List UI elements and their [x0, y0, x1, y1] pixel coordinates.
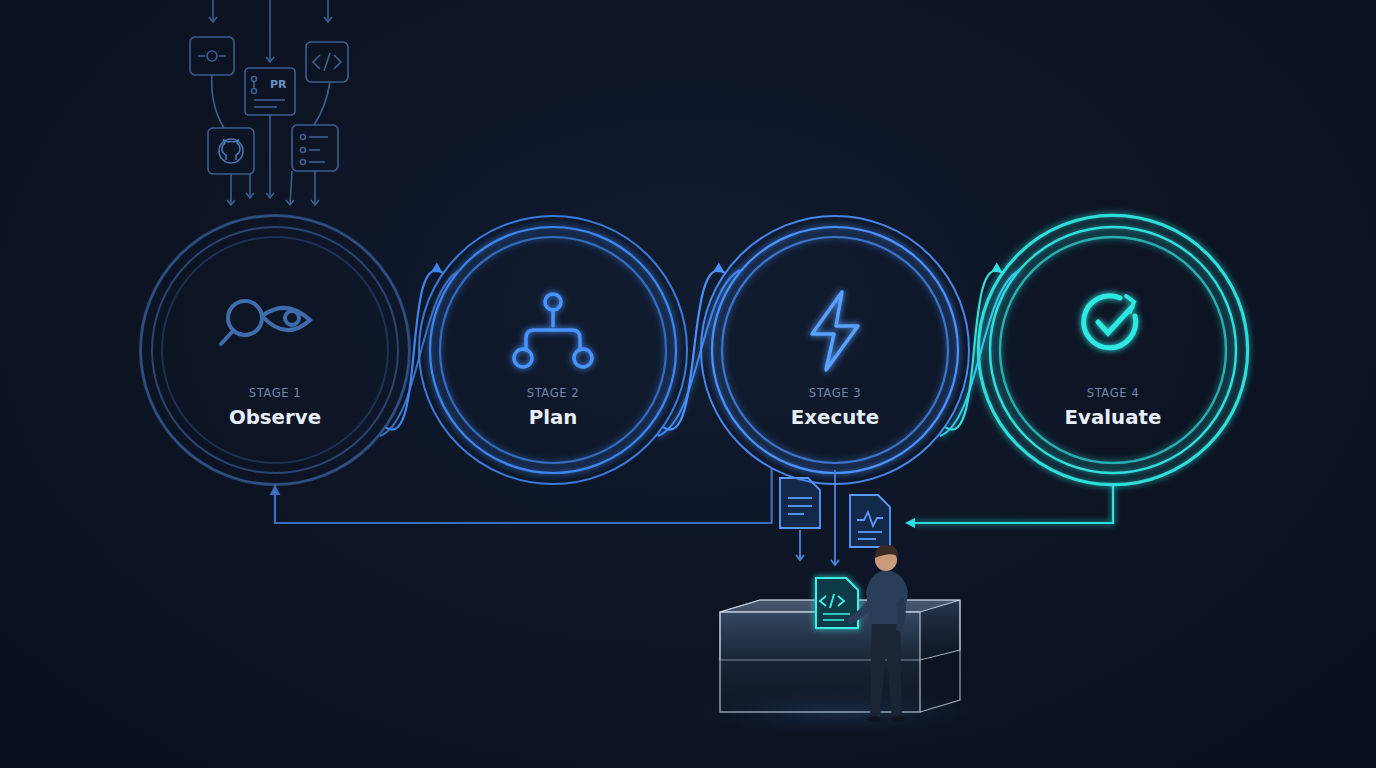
circle-outline [418, 215, 688, 485]
input-icons [190, 0, 348, 205]
stage-rings [140, 215, 1248, 485]
stage-name: Observe [140, 404, 410, 432]
arrowhead [270, 485, 281, 495]
stage-texts: STAGE 2 Plan [418, 385, 688, 432]
stage-texts: STAGE 4 Evaluate [978, 385, 1248, 432]
stage-number: STAGE 4 [978, 385, 1248, 401]
icon-label: PR [270, 78, 287, 91]
arrowhead [991, 263, 1002, 273]
circle-outline [978, 215, 1248, 485]
flow-connector [270, 469, 772, 523]
stage-circle: STAGE 4 Evaluate [978, 215, 1248, 485]
stage-name: Execute [700, 404, 970, 432]
arrowhead [713, 263, 724, 273]
circle-outline [140, 215, 410, 485]
stage-circle: STAGE 3 Execute [700, 215, 970, 485]
arrowhead [431, 263, 442, 273]
circle-outline [700, 215, 970, 485]
stage-texts: STAGE 3 Execute [700, 385, 970, 432]
stage-number: STAGE 1 [140, 385, 410, 401]
stage-texts: STAGE 1 Observe [140, 385, 410, 432]
stage-name: Evaluate [978, 404, 1248, 432]
review-desk [650, 545, 1030, 742]
stage-circle: STAGE 2 Plan [418, 215, 688, 485]
stage-number: STAGE 2 [418, 385, 688, 401]
feedback-line [905, 485, 1113, 528]
stage-number: STAGE 3 [700, 385, 970, 401]
stage-name: Plan [418, 404, 688, 432]
stage-circle: STAGE 1 Observe [140, 215, 410, 485]
